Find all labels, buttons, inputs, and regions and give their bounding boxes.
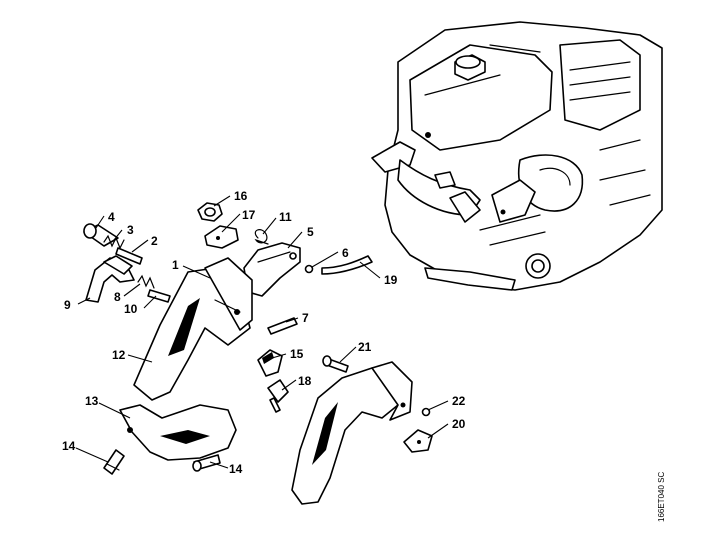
- part-12-handle: [133, 257, 253, 401]
- callout-20: 20: [452, 417, 466, 431]
- callout-22: 22: [452, 394, 466, 408]
- callout-19: 19: [384, 273, 398, 287]
- leader-lines: [75, 195, 449, 469]
- callout-14-left: 14: [62, 439, 76, 453]
- part-14-screw-right: [192, 454, 221, 472]
- engine-housing: [371, 21, 663, 291]
- part-16-nut: [197, 202, 223, 222]
- callout-17: 17: [242, 208, 256, 222]
- part-9-lever: [85, 255, 135, 303]
- part-6-washer: [304, 264, 314, 274]
- callout-3: 3: [127, 223, 134, 237]
- callout-4: 4: [108, 210, 115, 224]
- callout-12: 12: [112, 348, 126, 362]
- part-14-screw-left: [103, 449, 125, 475]
- callouts: 4 3 2 16 17 11 5 6 19 1 8 9 10 7 12 15 2…: [62, 189, 466, 476]
- part-17-plate: [204, 225, 239, 249]
- part-15-knob: [257, 349, 283, 377]
- part-21-bolt: [322, 355, 349, 373]
- callout-11: 11: [279, 210, 292, 224]
- callout-21: 21: [358, 340, 372, 354]
- part-22-washer: [421, 407, 431, 417]
- callout-1: 1: [172, 258, 179, 272]
- part-18-screw: [267, 379, 289, 413]
- callout-13: 13: [85, 394, 99, 408]
- part-10-pin: [147, 289, 171, 303]
- part-11-spring: [254, 229, 269, 245]
- callout-14-right: 14: [229, 462, 243, 476]
- callout-5: 5: [307, 225, 314, 239]
- callout-10: 10: [124, 302, 138, 316]
- part-7-pin: [267, 317, 298, 335]
- part-20-plate: [403, 429, 433, 453]
- callout-18: 18: [298, 374, 312, 388]
- callout-15: 15: [290, 347, 304, 361]
- callout-16: 16: [234, 189, 248, 203]
- part-3-spring: [103, 234, 125, 250]
- callout-6: 6: [342, 246, 349, 260]
- part-8-spring-small: [137, 274, 155, 289]
- callout-2: 2: [151, 234, 158, 248]
- callout-9: 9: [64, 298, 71, 312]
- callout-7: 7: [302, 311, 309, 325]
- part-2-pin: [115, 247, 143, 265]
- part-13-bracket: [119, 404, 237, 461]
- front-handle: [291, 361, 413, 505]
- part-4-bolt: [83, 223, 119, 247]
- part-19-rod: [321, 255, 373, 275]
- drawing-code: 166ET040 SC: [657, 472, 666, 522]
- callout-8: 8: [114, 290, 121, 304]
